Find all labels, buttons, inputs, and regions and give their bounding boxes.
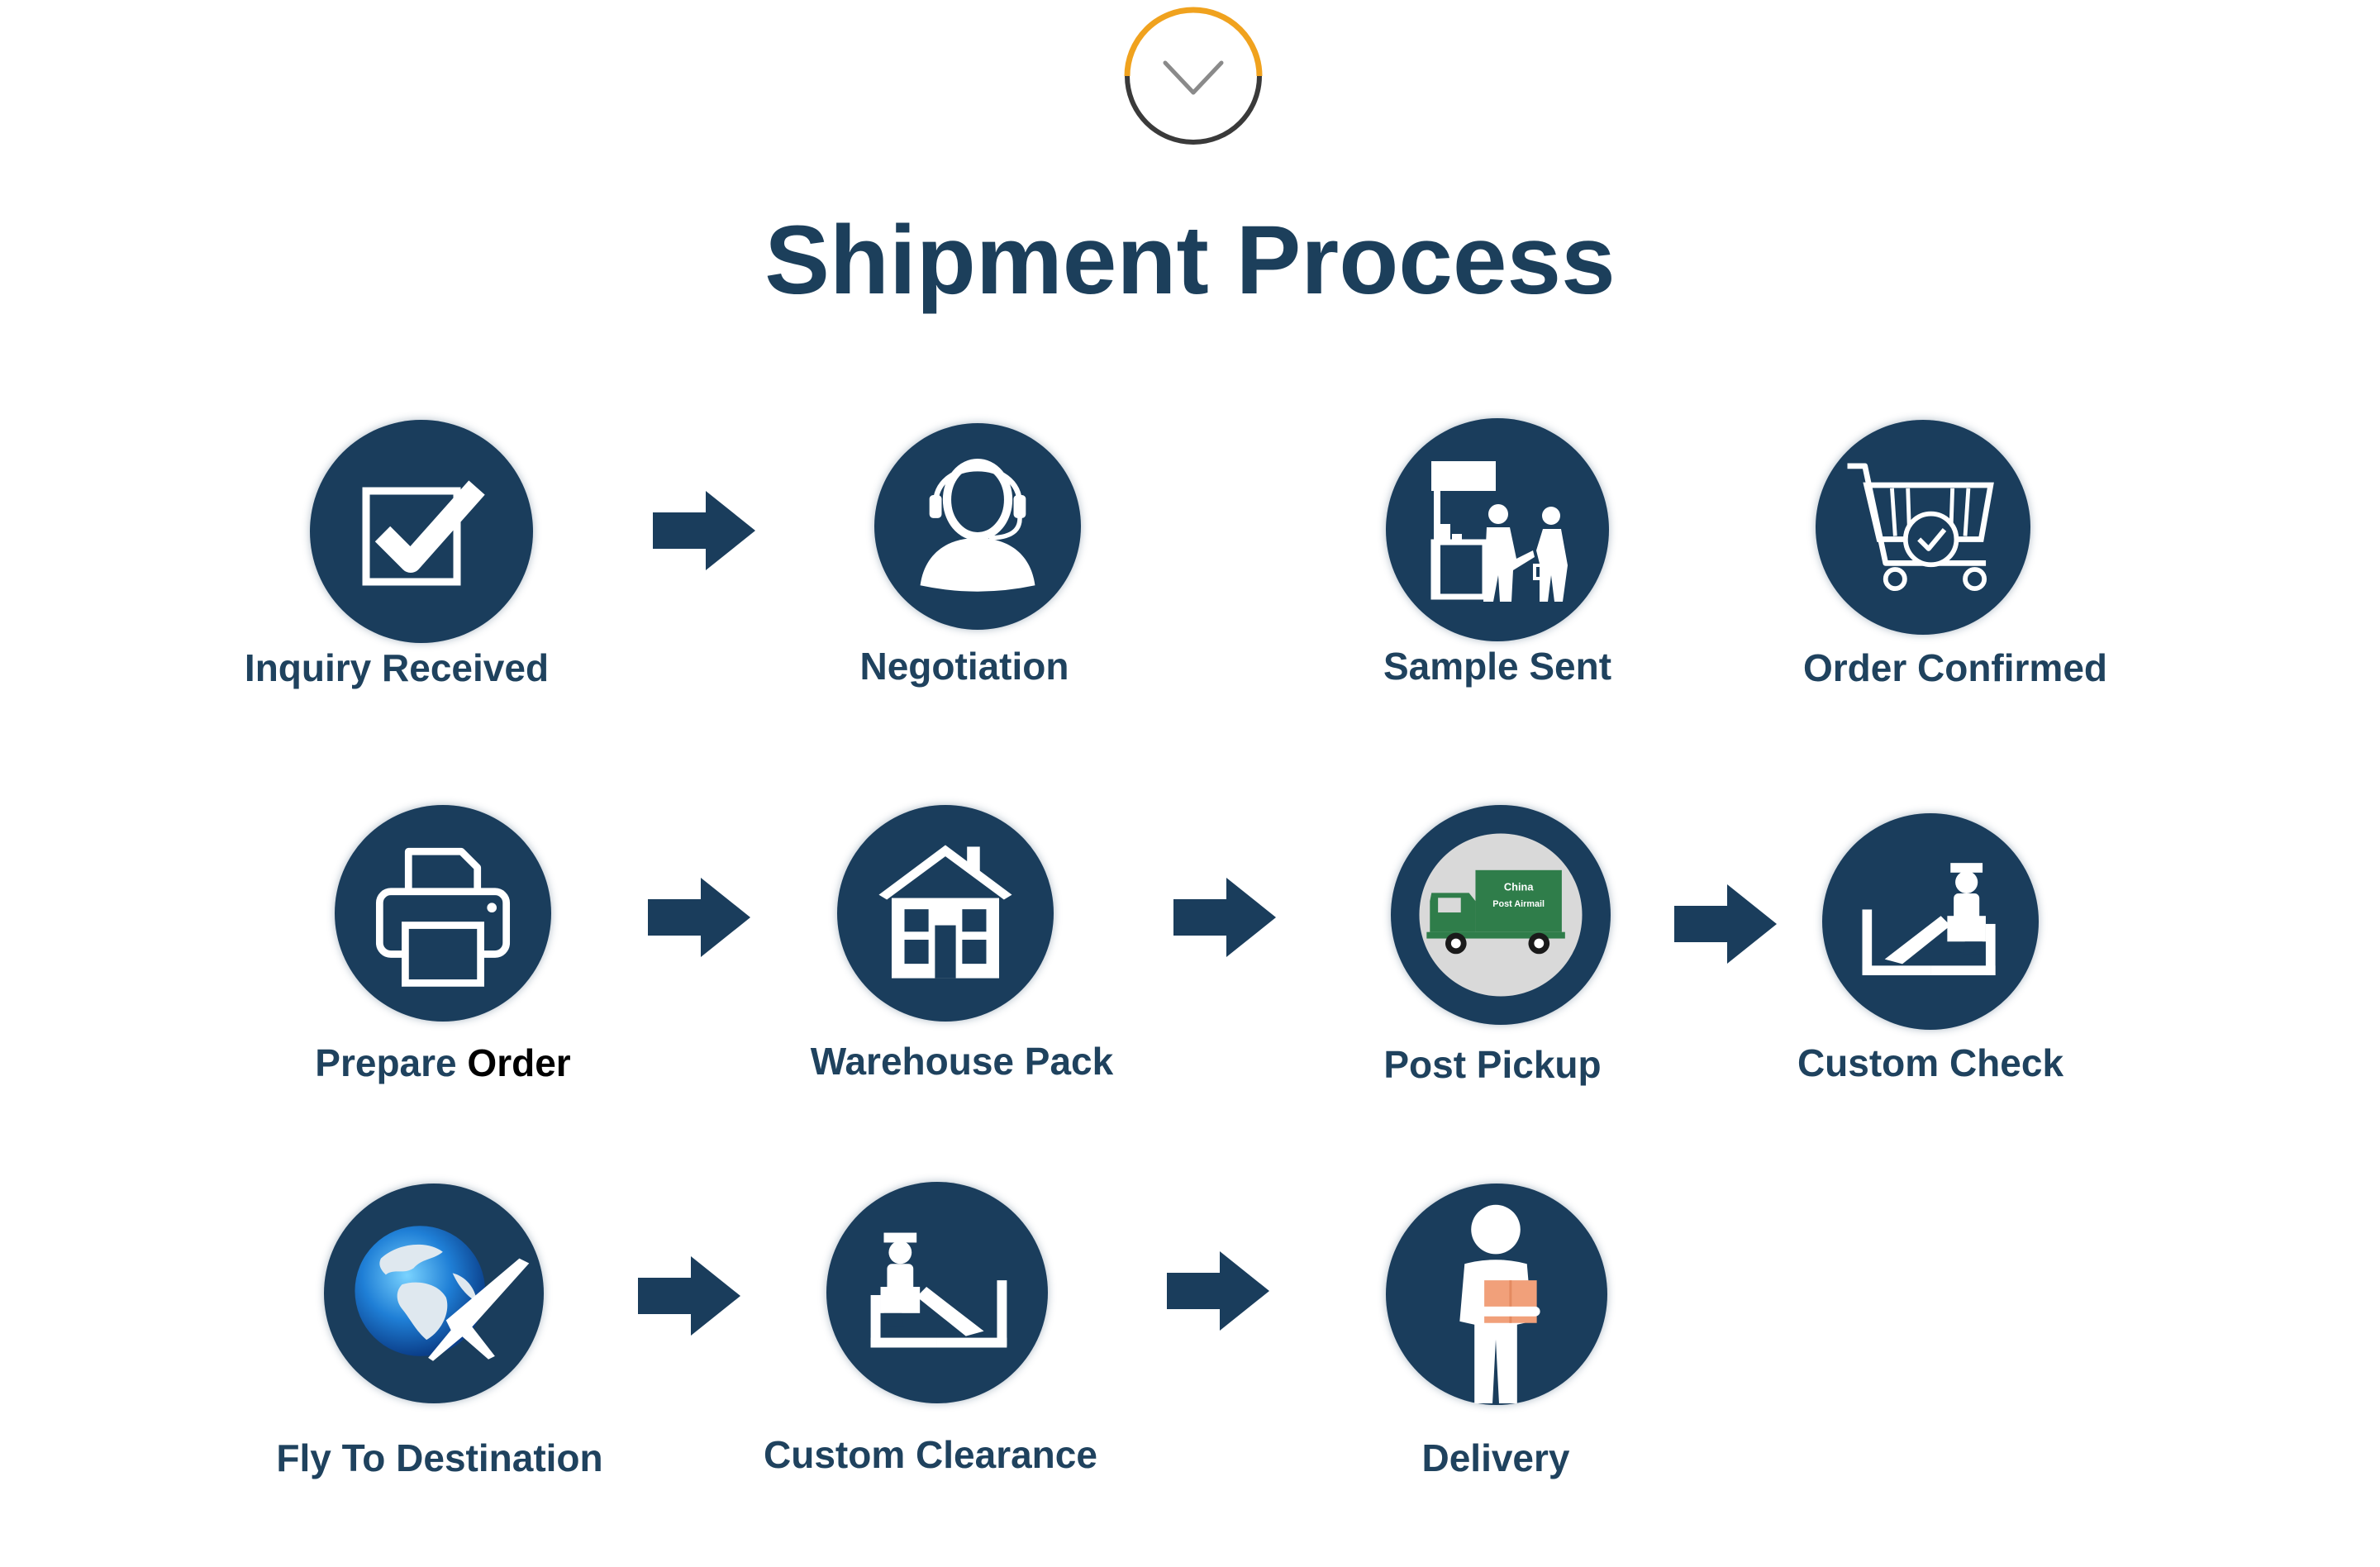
step-post-pickup: China Post Airmail xyxy=(1391,805,1611,1025)
arrow-right-icon xyxy=(653,491,755,570)
globe-plane-icon xyxy=(355,1226,530,1361)
step-label: Warehouse Pack xyxy=(810,1040,1114,1083)
step-label: Negotiation xyxy=(859,645,1069,688)
step-custom-check xyxy=(1822,813,2039,1030)
step-negotiation xyxy=(874,423,1081,630)
step-label: Custom Clearance xyxy=(764,1433,1097,1476)
step-label-emphasis: Order xyxy=(467,1041,571,1084)
step-prepare-order xyxy=(335,805,551,1022)
headset-agent-icon xyxy=(920,459,1035,592)
printer-icon xyxy=(375,847,511,987)
arrow-right-icon xyxy=(638,1256,740,1336)
step-fly-to-destination xyxy=(324,1184,544,1403)
step-custom-clearance xyxy=(826,1182,1048,1403)
cart-check-icon xyxy=(1847,463,1994,592)
arrow-right-icon xyxy=(648,878,750,957)
delivery-person-icon xyxy=(1459,1204,1540,1404)
truck-text: China xyxy=(1504,880,1534,893)
step-order-confirmed xyxy=(1816,420,2030,635)
checkbox-icon xyxy=(362,480,485,586)
step-sample-sent xyxy=(1386,418,1609,641)
step-delivery xyxy=(1386,1184,1607,1405)
arrow-right-icon xyxy=(1173,878,1276,957)
customs-officer-icon xyxy=(870,1232,1007,1348)
arrow-right-icon xyxy=(1167,1251,1269,1331)
step-label: Post Pickup xyxy=(1383,1043,1602,1086)
post-truck-icon: China Post Airmail xyxy=(1419,833,1583,997)
step-label: Prepare Order xyxy=(195,1040,691,1086)
step-label: Delivery xyxy=(1421,1436,1570,1479)
step-warehouse-pack xyxy=(837,805,1054,1022)
sample-handover-icon xyxy=(1430,461,1568,602)
page-title: Shipment Process xyxy=(764,206,1616,315)
step-label: Inquiry Received xyxy=(244,646,550,689)
step-label: Order Confirmed xyxy=(1802,646,2108,689)
arrow-right-icon xyxy=(1674,884,1777,964)
customs-officer-icon xyxy=(1862,863,1996,976)
warehouse-icon xyxy=(878,845,1012,979)
step-label: Sample Sent xyxy=(1383,645,1612,688)
step-label-part: Prepare xyxy=(315,1041,468,1084)
chevron-down-icon xyxy=(1124,7,1263,145)
step-inquiry-received xyxy=(310,420,533,643)
scroll-down-button[interactable] xyxy=(1122,5,1264,147)
step-label: Fly To Destination xyxy=(276,1436,603,1479)
truck-text: Post Airmail xyxy=(1492,899,1545,909)
step-label: Custom Check xyxy=(1797,1041,2064,1084)
